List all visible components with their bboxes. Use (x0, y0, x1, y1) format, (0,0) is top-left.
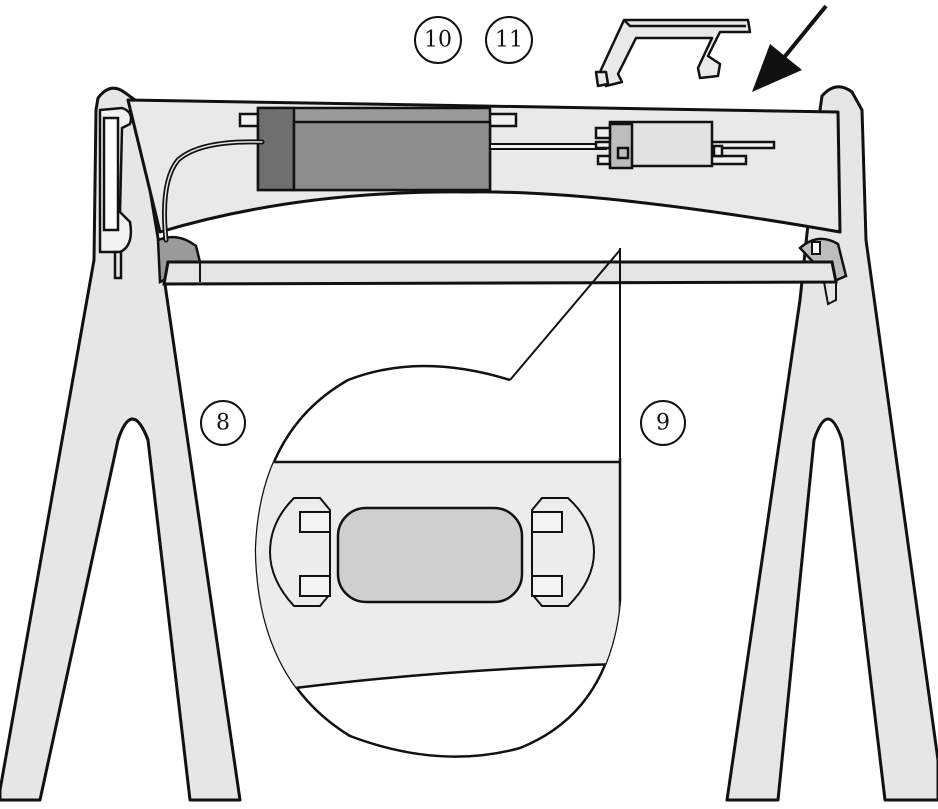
right-notch-slot (811, 241, 821, 255)
step-9-label: 9 (656, 411, 670, 436)
tab-top-right (531, 511, 563, 533)
led-driver (238, 106, 518, 192)
callout-lines (509, 248, 621, 458)
connecting-wire (489, 143, 607, 150)
switch-module (594, 120, 776, 170)
detail-callout (254, 364, 622, 758)
left-leg (0, 86, 242, 802)
tab-bottom-left (299, 575, 331, 597)
clip-bracket (594, 18, 752, 88)
step-badge-8: 8 (200, 400, 246, 446)
tab-top-left (299, 511, 331, 533)
step-badge-9: 9 (640, 400, 686, 446)
insert-arrow (752, 4, 828, 92)
right-tab-outline (531, 497, 596, 607)
step-badge-11: 11 (485, 16, 533, 64)
led-window (336, 506, 524, 604)
left-tab-outline (268, 497, 331, 607)
light-bar (162, 260, 838, 286)
step-11-label: 11 (495, 28, 523, 53)
driver-cable-core (163, 141, 263, 241)
step-8-label: 8 (216, 411, 230, 436)
left-side-bracket (98, 106, 133, 280)
step-10-label: 10 (424, 28, 452, 53)
step-badge-10: 10 (414, 16, 462, 64)
tab-bottom-right (531, 575, 563, 597)
right-leg (725, 85, 938, 802)
